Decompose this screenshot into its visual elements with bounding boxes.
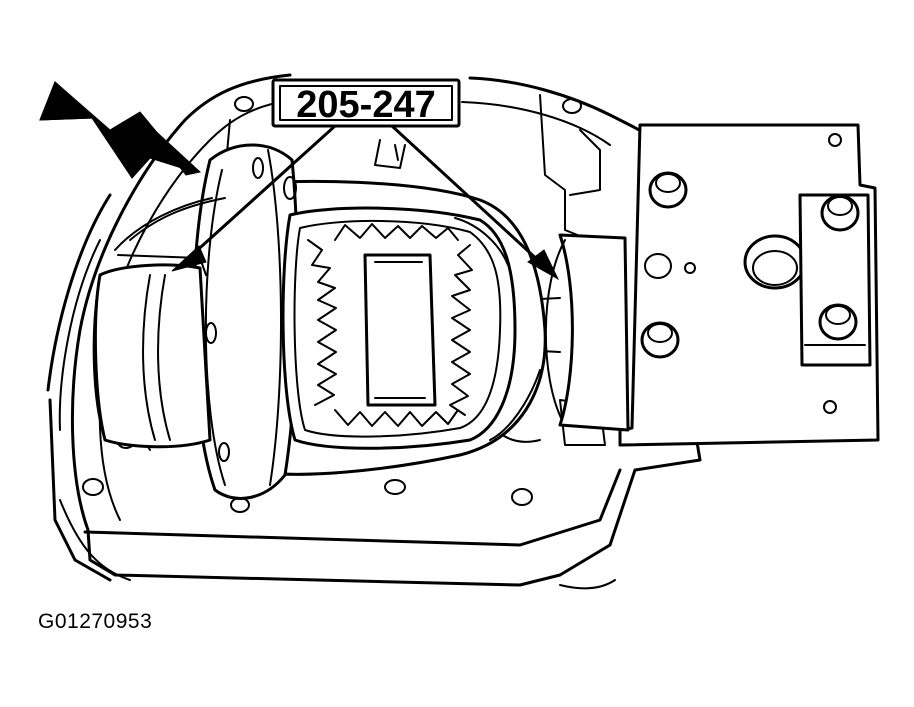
left-bearing-cup — [92, 197, 226, 449]
tool-callout: 205-247 — [271, 78, 461, 128]
pinion-gear-bottom — [334, 409, 459, 427]
side-gear-left — [307, 239, 337, 406]
tool-callout-leaders — [171, 124, 560, 281]
tool-number-label: 205-247 — [296, 84, 435, 126]
clamp-bolt-top — [820, 194, 860, 232]
figure-id: G01270953 — [38, 610, 153, 633]
cover-plate — [618, 123, 880, 447]
side-gear-right — [449, 244, 473, 416]
clamp-bolt-bottom — [818, 303, 858, 341]
pinion-gear-top — [334, 223, 459, 241]
differential-case — [192, 143, 547, 500]
plate-bolt-top — [648, 171, 688, 209]
direction-arrow — [39, 81, 202, 179]
carrier-housing — [46, 73, 702, 590]
plate-bolt-bottom — [640, 321, 680, 359]
